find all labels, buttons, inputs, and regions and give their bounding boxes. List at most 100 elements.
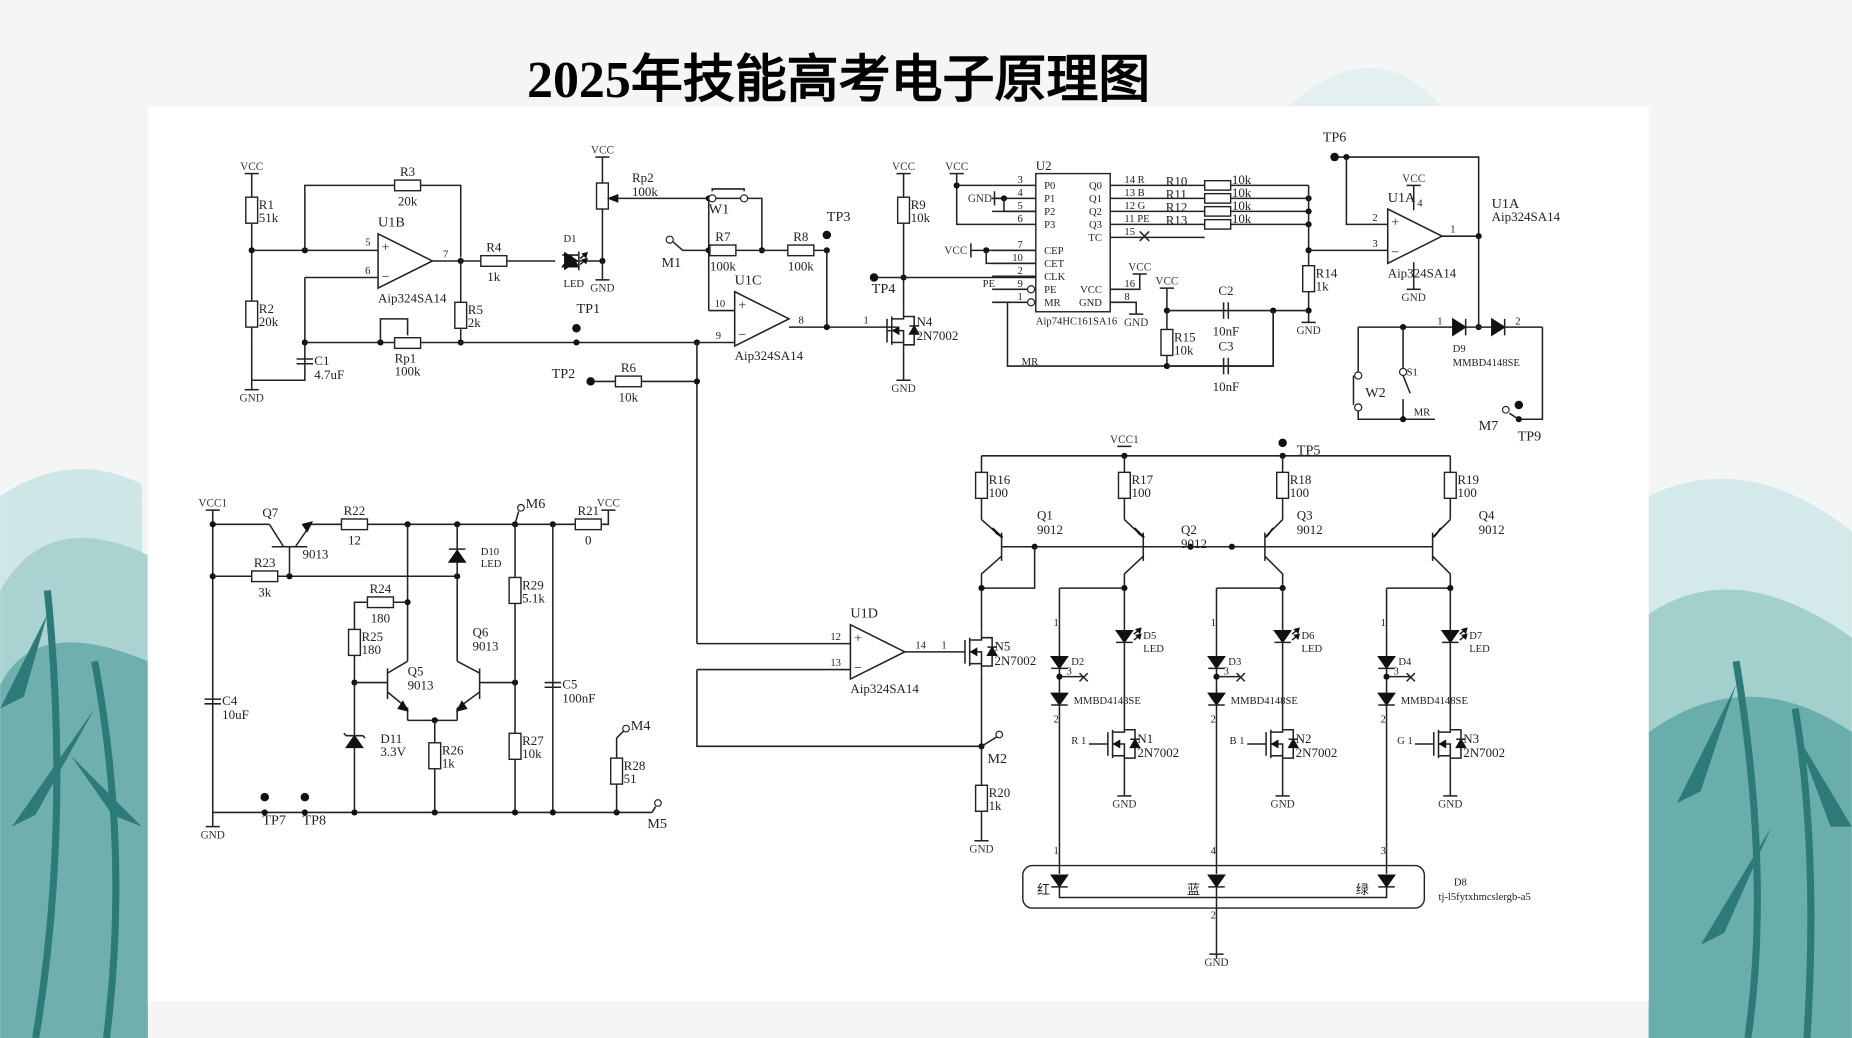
vcc-power-label: VCC	[944, 245, 967, 257]
d4-value-label: MMBD4148SE	[1401, 696, 1468, 707]
led-arrow	[581, 251, 588, 259]
d4-ref-label: D4	[1398, 657, 1412, 668]
u2-pin-p0-label: P0	[1044, 181, 1055, 192]
u2-pin-7-number: 7	[1018, 240, 1023, 251]
switch-s1-contact[interactable]	[1398, 367, 1408, 377]
r29-ref-label: R29	[522, 577, 544, 592]
measure-point-m7[interactable]	[1501, 405, 1510, 414]
pin-number: 2	[1054, 715, 1059, 726]
resistor-r2	[245, 300, 259, 328]
pin-number: 6	[365, 266, 370, 277]
test-point-4[interactable]	[869, 273, 879, 282]
rp1-value-label: 100k	[395, 364, 421, 379]
potentiometer-rp1[interactable]	[393, 337, 422, 350]
pin-number: 7	[443, 249, 448, 260]
test-point-9[interactable]	[1514, 400, 1524, 410]
gnd-label: GND	[1270, 799, 1294, 811]
c3-ref-label: C3	[1218, 339, 1233, 354]
wire	[1270, 722, 1284, 733]
pin-number: 3	[1372, 239, 1377, 250]
pin-number: 3	[1381, 846, 1386, 857]
r16-ref-label: R16	[989, 472, 1011, 487]
transistor-arrow	[301, 521, 314, 533]
test-point-3[interactable]	[822, 230, 832, 240]
opamp-plus-sign: +	[738, 297, 746, 313]
body-diode	[908, 324, 920, 335]
vcc-power-label: VCC	[1155, 276, 1178, 288]
resistor-r5	[454, 301, 468, 329]
u1a-value-label: Aip324SA14	[1388, 266, 1457, 281]
r26-ref-label: R26	[442, 743, 464, 758]
pin-number: 4	[1211, 846, 1217, 857]
switch-w2-contact[interactable]	[1354, 403, 1363, 412]
pin-number: 2	[1211, 715, 1216, 726]
transistor-arrow	[1265, 527, 1274, 538]
switch-w1-contact[interactable]	[708, 194, 717, 203]
d9-value-label: MMBD4148SE	[1453, 358, 1520, 369]
wire	[1058, 886, 1388, 899]
r4-value-label: 1k	[487, 269, 500, 284]
diode-d3	[1207, 655, 1226, 670]
u2-pin-vcc-label: VCC	[1080, 285, 1102, 296]
diode-d2	[1050, 655, 1069, 670]
junction-dot	[1000, 195, 1008, 202]
measure-point-m1[interactable]	[665, 235, 674, 244]
q3-ref-label: Q3	[1297, 508, 1313, 523]
u2-pin-q2-label: Q2	[1089, 207, 1102, 218]
led-d7	[1440, 630, 1460, 644]
opamp-u1b	[377, 232, 435, 290]
resistor-r11	[1203, 192, 1232, 204]
opamp-minus-sign: −	[1391, 244, 1399, 260]
pin-number: 12	[830, 632, 841, 643]
test-point-1[interactable]	[572, 324, 581, 333]
d2-ref-label: D2	[1071, 657, 1084, 668]
r7-value-label: 100k	[710, 258, 736, 273]
diode-d9b	[1491, 317, 1506, 337]
u2-pin-15-number: 15	[1124, 227, 1135, 238]
body-diode	[1129, 738, 1141, 749]
d1-value-label: LED	[563, 279, 584, 290]
no-connect-x	[1236, 672, 1246, 682]
wire	[1345, 157, 1388, 226]
wire	[1264, 555, 1284, 589]
wire	[1003, 198, 1036, 213]
potentiometer-rp2[interactable]	[595, 182, 610, 210]
pin-number: 3	[1067, 666, 1072, 677]
r17-value-label: 100	[1131, 485, 1150, 500]
r27-value-label: 10k	[522, 746, 542, 761]
wire	[981, 546, 1036, 589]
junction-dot	[1343, 153, 1350, 161]
r12-value-label: 10k	[1232, 198, 1252, 213]
measure-point-m4[interactable]	[622, 724, 630, 733]
rgb-led-green-die	[1377, 874, 1396, 888]
r17-ref-label: R17	[1131, 472, 1153, 487]
switch-w1-contact[interactable]	[740, 194, 749, 203]
c4-value-label: 10uF	[222, 707, 249, 722]
test-point-5[interactable]	[1278, 438, 1287, 448]
switch-w2-contact[interactable]	[1354, 371, 1363, 380]
test-point-7[interactable]	[260, 792, 269, 802]
test-point-6[interactable]	[1330, 152, 1339, 162]
u2-pin-q1-label: Q1	[1089, 194, 1102, 205]
u2-pin-14-number: 14 R	[1124, 175, 1145, 186]
u2-pin-4-number: 4	[1018, 188, 1024, 199]
q2-value-label: 9012	[1181, 536, 1207, 551]
test-point-8[interactable]	[300, 792, 310, 802]
measure-point-m6[interactable]	[517, 503, 525, 512]
d5-value-label: LED	[1143, 644, 1164, 655]
opamp-plus-sign: +	[382, 240, 390, 256]
wire	[602, 510, 610, 526]
r7-ref-label: R7	[715, 229, 731, 244]
r1-ref-label: R1	[259, 197, 274, 212]
pin-number: 16	[1124, 279, 1135, 290]
rgb-led-d8	[1022, 864, 1426, 909]
test-point-2[interactable]	[586, 377, 595, 386]
r8-value-label: 100k	[788, 258, 814, 273]
gnd-label: GND	[969, 844, 993, 856]
wire	[985, 250, 1036, 265]
test-point-1-label: TP1	[576, 301, 600, 317]
test-point-8-label: TP8	[302, 812, 326, 828]
measure-point-m5[interactable]	[654, 799, 662, 807]
measure-point-m2[interactable]	[995, 730, 1004, 739]
wire	[251, 277, 306, 382]
